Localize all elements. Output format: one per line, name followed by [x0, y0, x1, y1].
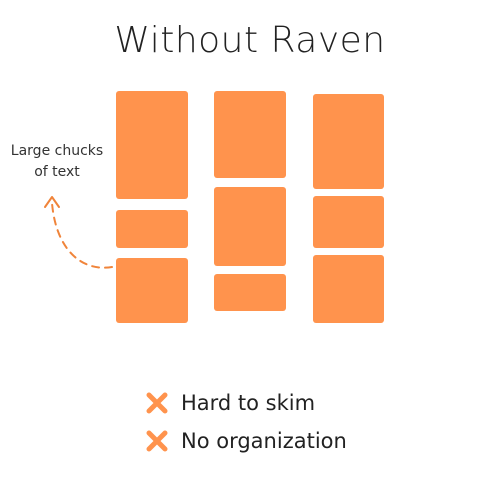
text-block: [214, 274, 286, 311]
list-item-label: Hard to skim: [181, 391, 316, 415]
x-icon: [146, 430, 168, 452]
text-block: [116, 258, 188, 323]
page-title: Without Raven: [114, 20, 386, 61]
annotation-line-1: Large chucks: [10, 143, 104, 159]
list-item-label: No organization: [181, 429, 347, 453]
text-block: [116, 91, 188, 199]
drawback-list: Hard to skim No organization: [146, 384, 347, 460]
list-item: Hard to skim: [146, 384, 347, 422]
text-block: [116, 210, 188, 248]
text-block: [214, 91, 286, 178]
text-block: [313, 94, 384, 189]
x-icon: [146, 392, 168, 414]
annotation-label: Large chucks of text: [2, 141, 112, 183]
text-block: [313, 255, 384, 323]
list-item: No organization: [146, 422, 347, 460]
text-block: [214, 187, 286, 266]
annotation-line-2: of text: [34, 164, 80, 180]
text-block: [313, 196, 384, 248]
